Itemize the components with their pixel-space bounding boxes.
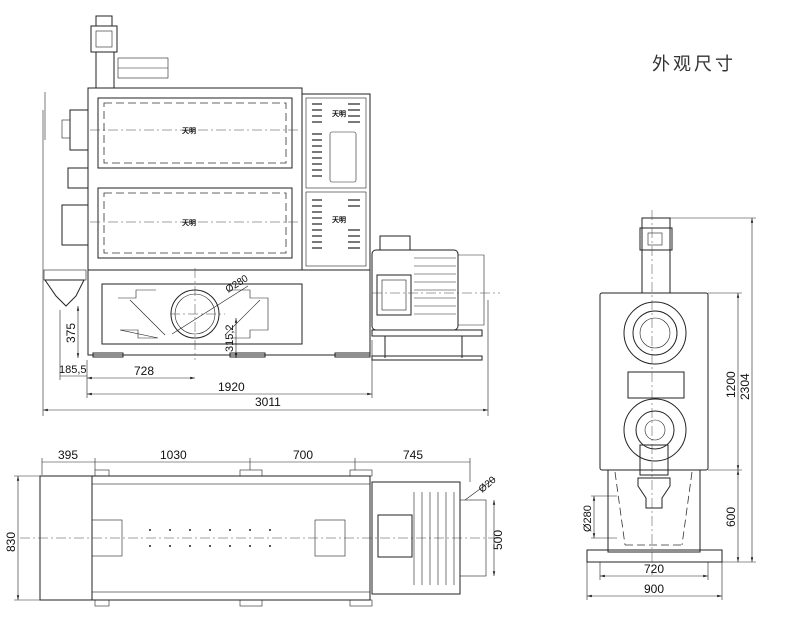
dim-outlet-height: 315,2 <box>224 324 236 352</box>
side-view: 天明 天明 天明 天明 <box>42 15 500 416</box>
dim-body-height: 1200 <box>724 371 738 398</box>
control-cabinet: 天明 天明 <box>301 93 371 271</box>
dim-overall-length: 3011 <box>255 395 281 409</box>
dim-front-outlet-diameter: Ø280 <box>582 505 594 532</box>
front-dimensions: 1200 2304 600 720 900 Ø280 <box>582 217 756 600</box>
front-view: 1200 2304 600 720 900 Ø280 <box>582 210 756 600</box>
brand-mark: 天明 <box>182 126 196 135</box>
dim-outer-width: 900 <box>644 582 664 596</box>
motor <box>371 235 500 361</box>
brand-mark: 天明 <box>182 218 196 227</box>
dim-inner-width: 720 <box>644 562 664 576</box>
brand-mark: 天明 <box>332 109 346 118</box>
dim-center-offset: 728 <box>134 364 154 378</box>
machine-body <box>87 87 303 271</box>
dim-bolt-hole: Ø20 <box>477 474 499 495</box>
machine-base <box>87 268 371 360</box>
left-accessories <box>43 92 89 307</box>
drawing-title: 外观尺寸 <box>652 54 736 75</box>
dim-left-offset: 185,5 <box>59 364 87 376</box>
dim-inlet-height: 375 <box>64 323 78 343</box>
dim-total-height: 2304 <box>738 373 752 400</box>
dim-seg2: 1030 <box>160 448 187 462</box>
top-view: 395 1030 700 745 830 500 Ø20 <box>4 448 505 607</box>
dim-outlet-diameter: Ø280 <box>224 273 251 296</box>
top-dimensions: 395 1030 700 745 830 500 Ø20 <box>4 448 505 601</box>
dim-motor-width: 500 <box>491 530 505 550</box>
dim-base-height: 600 <box>724 507 738 527</box>
dim-seg3: 700 <box>293 448 313 462</box>
dim-seg4: 745 <box>403 448 423 462</box>
brand-mark: 天明 <box>332 215 346 224</box>
top-feeder <box>90 15 169 89</box>
side-dimensions: 3011 1920 728 185,5 375 315,2 Ø280 <box>42 110 489 416</box>
dim-width: 830 <box>4 532 18 552</box>
top-motor <box>371 481 487 595</box>
dim-seg1: 395 <box>58 448 78 462</box>
dim-base-length: 1920 <box>218 380 245 394</box>
